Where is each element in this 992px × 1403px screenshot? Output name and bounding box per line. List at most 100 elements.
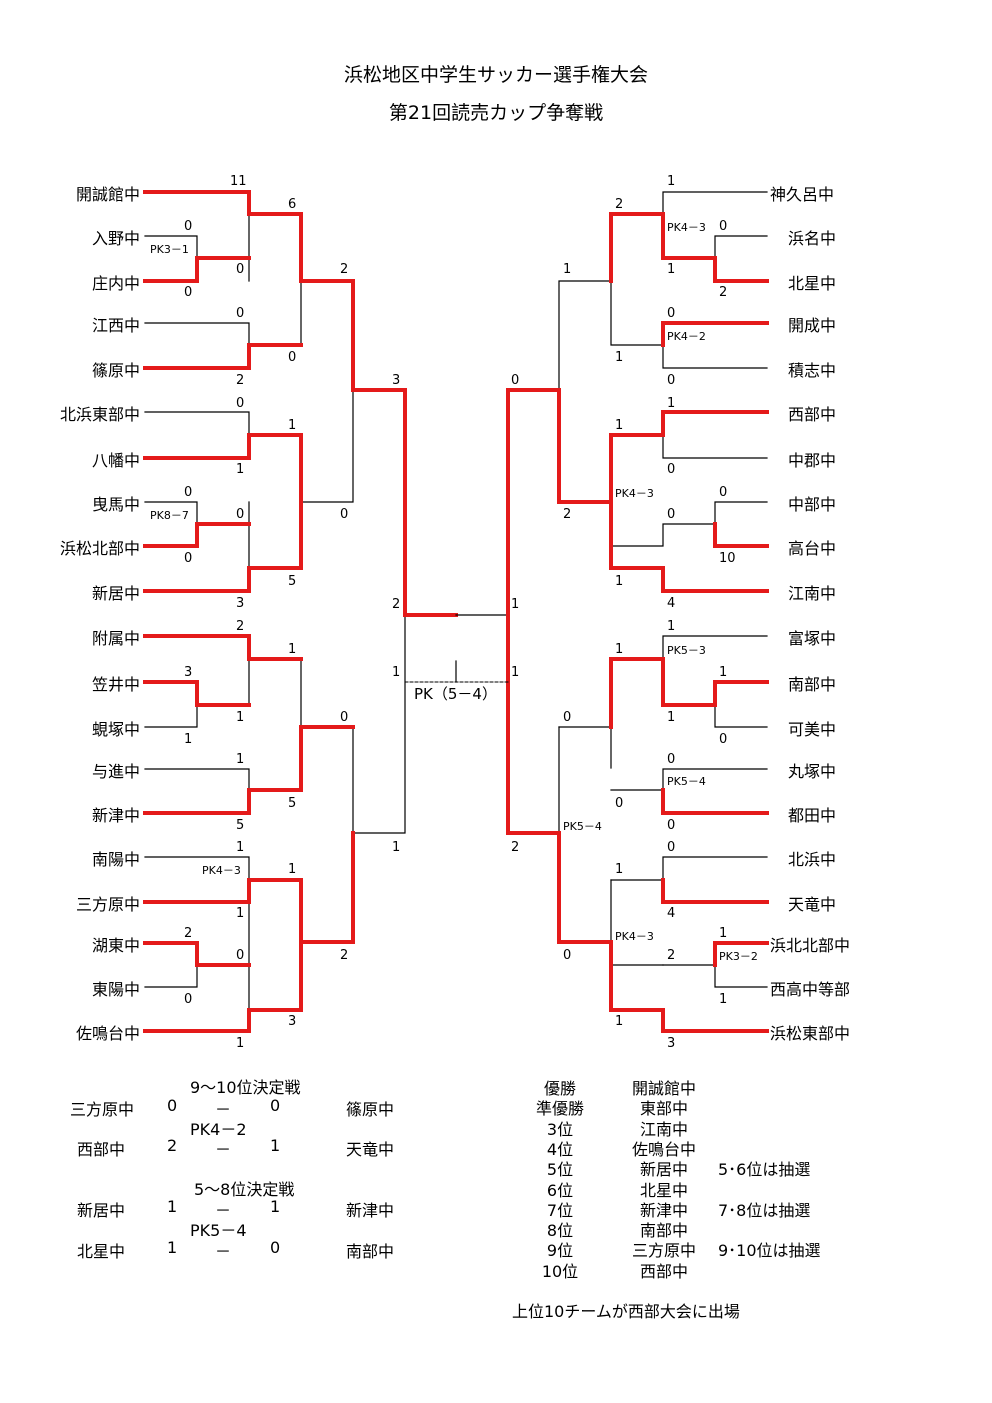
score-label: 1	[615, 574, 624, 589]
right-team-name: 西高中等部	[770, 980, 851, 999]
score-label: 1	[288, 862, 297, 877]
score-label: 1	[667, 619, 676, 634]
score-label: 0	[667, 840, 676, 855]
right-team-name: 浜松東部中	[770, 1024, 851, 1043]
right-team-name: 丸塚中	[788, 762, 837, 781]
right-team-name: 浜北北部中	[770, 936, 851, 955]
playoff-home-team: 西部中	[76, 1140, 125, 1159]
standing-rank: 5位	[546, 1160, 574, 1180]
playoff-910-title: 9～10位決定戦	[190, 1078, 301, 1097]
score-label: 0	[511, 373, 520, 388]
pk-label: PK4－3	[615, 487, 654, 500]
right-team-name: 天竜中	[788, 895, 837, 914]
left-team-name: 入野中	[91, 229, 140, 248]
standing-rank: 3位	[546, 1119, 574, 1139]
score-label: 3	[236, 596, 245, 611]
playoff-pk: PK5－4	[190, 1221, 247, 1240]
score-label: 0	[236, 262, 245, 277]
score-label: 1	[288, 642, 297, 657]
score-label: 2	[511, 840, 520, 855]
score-label: 3	[667, 1036, 676, 1051]
page-title: 浜松地区中学生サッカー選手権大会	[343, 64, 648, 86]
left-team-name: 北浜東部中	[59, 405, 140, 424]
score-label: 1	[236, 906, 245, 921]
score-label: 1	[615, 642, 624, 657]
score-label: 1	[563, 262, 572, 277]
score-label: 2	[236, 373, 245, 388]
standing-note: 5･6位は抽選	[718, 1160, 811, 1180]
playoff-home-team: 北星中	[76, 1242, 125, 1261]
standing-rank: 10位	[541, 1261, 579, 1281]
score-label: 1	[288, 418, 297, 433]
playoff-away-team: 新津中	[346, 1201, 395, 1220]
playoff-score: 0	[270, 1096, 281, 1115]
left-team-name: 新居中	[91, 584, 140, 603]
score-label: 3	[288, 1014, 297, 1029]
standing-note: 7･8位は抽選	[718, 1200, 811, 1220]
score-label: 2	[615, 197, 624, 212]
pk-label: PK5－4	[563, 820, 602, 833]
standing-team: 三方原中	[631, 1241, 696, 1261]
score-label: 0	[667, 306, 676, 321]
score-label: 1	[719, 926, 728, 941]
standing-rank: 8位	[546, 1221, 574, 1241]
score-label: 0	[719, 732, 728, 747]
right-team-name: 南部中	[788, 675, 837, 694]
standing-team: 新津中	[639, 1200, 688, 1220]
score-label: 0	[236, 507, 245, 522]
right-bracket-lines	[455, 191, 768, 1011]
score-label: 5	[236, 818, 245, 833]
right-team-name: 北星中	[788, 274, 837, 293]
playoff-away-team: 南部中	[346, 1242, 395, 1261]
pk-label: PK4－2	[667, 330, 706, 343]
pk-label: PK5－3	[667, 644, 706, 657]
pk-label: PK3－2	[719, 950, 758, 963]
footer-note: 上位10チームが西部大会に出場	[512, 1302, 740, 1321]
score-label: 2	[340, 262, 349, 277]
left-team-name: 南陽中	[91, 850, 140, 869]
standing-team: 南部中	[639, 1221, 688, 1241]
right-team-name: 中郡中	[788, 451, 837, 470]
score-label: 3	[392, 373, 401, 388]
score-label: 5	[288, 574, 297, 589]
right-team-name: 開成中	[788, 316, 837, 335]
score-label: 0	[184, 551, 193, 566]
right-team-name: 可美中	[788, 720, 837, 739]
right-team-name: 中部中	[788, 495, 837, 514]
score-label: 0	[563, 948, 572, 963]
playoff-away-team: 篠原中	[346, 1100, 395, 1119]
playoff-away-team: 天竜中	[346, 1140, 395, 1159]
score-label: 0	[236, 306, 245, 321]
score-label: 1	[615, 1014, 624, 1029]
right-team-name: 北浜中	[788, 850, 837, 869]
score-label: 1	[615, 862, 624, 877]
standing-team: 西部中	[639, 1261, 688, 1281]
left-bracket-lines	[144, 191, 406, 1011]
playoff-home-team: 新居中	[76, 1201, 125, 1220]
score-label: 0	[667, 818, 676, 833]
left-team-name: 開誠館中	[75, 185, 140, 204]
score-label: 0	[615, 796, 624, 811]
score-label: 0	[184, 219, 193, 234]
score-label: 1	[667, 262, 676, 277]
page-subtitle: 第21回読売カップ争奪戦	[388, 102, 604, 124]
right-team-name: 高台中	[788, 539, 837, 558]
score-label: 1	[236, 462, 245, 477]
right-team-name: 浜名中	[788, 229, 837, 248]
standing-rank: 4位	[546, 1139, 574, 1159]
score-label: 0	[340, 507, 349, 522]
score-label: 2	[719, 285, 728, 300]
pk-label: PK4－3	[667, 221, 706, 234]
left-team-name: 新津中	[91, 806, 140, 825]
playoff-score: 1	[167, 1197, 178, 1216]
score-label: 0	[340, 710, 349, 725]
score-label: 5	[288, 796, 297, 811]
left-winner-lines	[143, 190, 458, 1033]
playoff-score: 0	[167, 1096, 178, 1115]
playoff-score: 1	[167, 1238, 178, 1257]
score-label: 0	[667, 752, 676, 767]
score-label: 2	[392, 597, 401, 612]
final-pk-label: PK（5－4）	[414, 685, 497, 703]
playoff-pk: PK4－2	[190, 1120, 247, 1139]
